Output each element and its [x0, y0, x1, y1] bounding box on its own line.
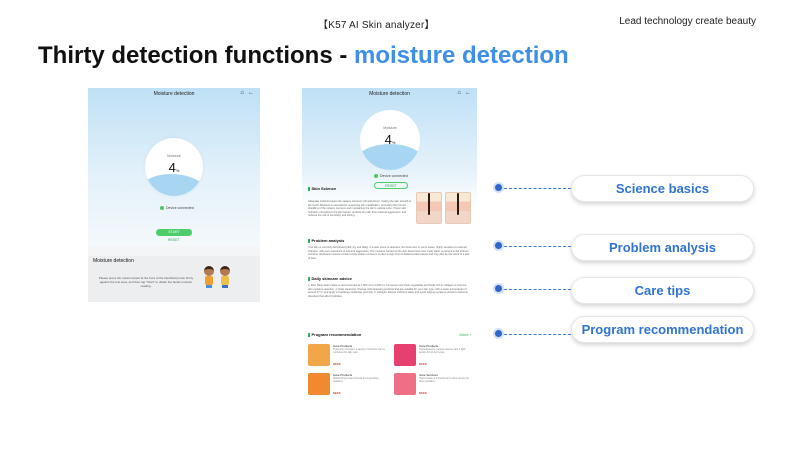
connector-line [504, 188, 571, 189]
section-title: Moisture detection [93, 258, 134, 264]
screen-header-icons: ⌂← [453, 90, 471, 96]
gauge-wave [360, 144, 420, 170]
label-problem-analysis: Problem analysis [571, 234, 754, 261]
product-card[interactable]: Care Products Hyaluronic Complex: a vari… [308, 342, 388, 370]
connector-dot-icon [493, 182, 504, 193]
connector-dot-icon [493, 240, 504, 251]
screen-title: Moisture detection [153, 91, 195, 97]
connector-line [504, 289, 571, 290]
start-button[interactable]: START [156, 229, 192, 236]
gauge-wave [145, 174, 203, 196]
gauge-value: 4% [168, 160, 180, 175]
label-program-recommendation: Program recommendation [571, 316, 754, 343]
card-price: $XXX [333, 391, 341, 395]
card-text: Hydra Essence, beauty essence with a lig… [419, 348, 466, 354]
connector-dot-icon [493, 328, 504, 339]
card-price: $XXX [419, 391, 427, 395]
gauge-label: Moisture [383, 126, 397, 130]
gauge-label: Moisture [167, 154, 181, 158]
phone-screen-results: Moisture detection ⌂← Moisture 4% Device… [302, 88, 477, 406]
screen-title: Moisture detection [369, 91, 410, 97]
slide-title: Thirty detection functions - moisture de… [38, 42, 569, 70]
reset-link[interactable]: RESET [168, 238, 180, 242]
card-title: Care Services [419, 373, 438, 377]
phone-screen-detection: Moisture detection ⌂← Moisture 4% Device… [88, 88, 260, 302]
connector-line [504, 334, 571, 335]
instruction-text: Please press the metal contact at the fr… [98, 276, 194, 288]
header-product-name: 【K57 AI Skin analyzer】 [318, 20, 435, 31]
label-care-tips: Care tips [571, 277, 754, 304]
skin-cross-section-image [416, 192, 442, 224]
product-card[interactable]: Care Products Moisturizing Cream formula… [308, 371, 388, 399]
card-text: Moisturizing Cream formula for long-last… [333, 377, 379, 383]
section-title-program: Program recommendation [308, 332, 362, 337]
boy-illustration-icon [218, 266, 232, 288]
connector-dot-icon [493, 283, 504, 294]
back-arrow-icon[interactable]: ← [248, 90, 254, 96]
product-thumbnail [308, 344, 330, 366]
device-status: Device connected [374, 174, 408, 179]
card-text: Hydra Facial, a professional in-store se… [419, 377, 469, 383]
card-price: $XXX [333, 362, 341, 366]
status-dot-icon [374, 174, 378, 179]
section-title-problem-analysis: Problem analysis [308, 238, 345, 243]
status-dot-icon [160, 206, 164, 211]
instruction-section: Moisture detection Please press the meta… [88, 256, 260, 302]
card-price: $XXX [419, 362, 427, 366]
more-link[interactable]: More › [459, 332, 471, 337]
section-title-skin-science: Skin Science [308, 186, 337, 191]
moisture-gauge: Moisture 4% [145, 138, 203, 196]
home-icon[interactable]: ⌂ [240, 90, 244, 96]
moisture-gauge: Moisture 4% [360, 110, 420, 170]
header-slogan: Lead technology create beauty [619, 16, 756, 27]
home-icon[interactable]: ⌂ [457, 90, 461, 96]
section-title-daily-advice: Daily skincare advice [308, 276, 352, 281]
product-thumbnail [308, 373, 330, 395]
service-card[interactable]: Care Services Hydra Facial, a profession… [394, 371, 474, 399]
label-science-basics: Science basics [571, 175, 754, 202]
slide-title-accent: moisture detection [354, 42, 569, 69]
product-card[interactable]: Care Products Hydra Essence, beauty esse… [394, 342, 474, 370]
back-arrow-icon[interactable]: ← [465, 90, 471, 96]
screen-header-icons: ⌂← [236, 90, 254, 96]
slide-title-main: Thirty detection functions - [38, 42, 354, 69]
girl-illustration-icon [202, 266, 216, 288]
gauge-value: 4% [384, 132, 396, 147]
skin-cross-section-image [445, 192, 471, 224]
daily-advice-text: 1. Diet: Daily water intake is recommend… [308, 284, 468, 298]
card-title: Care Products [419, 344, 439, 348]
reset-button[interactable]: RESET [374, 182, 408, 189]
card-text: Hyaluronic Complex: a variety of product… [333, 348, 386, 354]
problem-analysis-text: Your skin is currently dehydrated (dull,… [308, 246, 470, 260]
card-title: Care Products [333, 373, 353, 377]
skin-science-text: Adequate moisture keeps the stratum corn… [308, 200, 412, 218]
connector-line [504, 246, 571, 247]
gauge-panel: Moisture detection ⌂← Moisture 4% Device… [88, 88, 260, 246]
service-thumbnail [394, 373, 416, 395]
card-title: Care Products [333, 344, 353, 348]
device-status: Device connected [160, 206, 194, 211]
product-thumbnail [394, 344, 416, 366]
